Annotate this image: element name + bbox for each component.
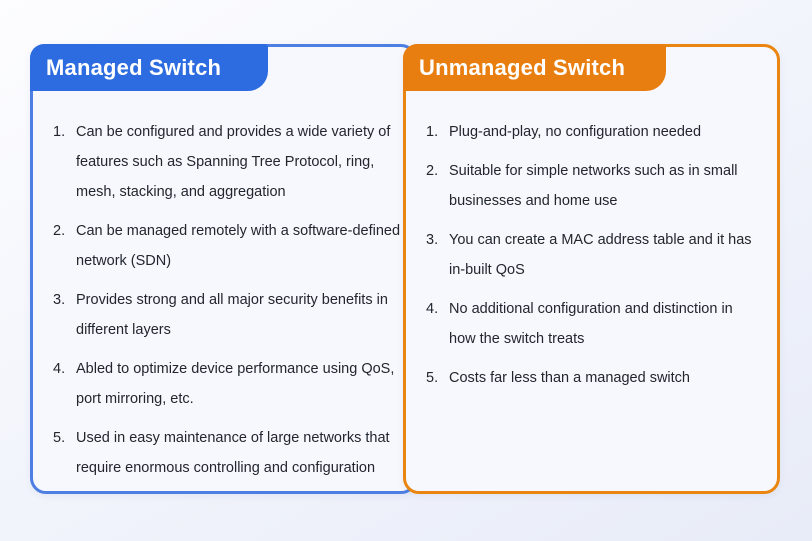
item-number: 3. bbox=[426, 232, 439, 248]
managed-switch-list: 1. Can be configured and provides a wide … bbox=[33, 47, 414, 483]
item-text: Suitable for simple networks such as in … bbox=[449, 163, 738, 209]
managed-switch-title: Managed Switch bbox=[46, 55, 222, 80]
item-text: Provides strong and all major security b… bbox=[76, 292, 388, 338]
list-item: 4. No additional configuration and distin… bbox=[426, 294, 763, 354]
list-item: 2. Can be managed remotely with a softwar… bbox=[53, 216, 400, 276]
item-text: Used in easy maintenance of large networ… bbox=[76, 430, 390, 476]
item-number: 3. bbox=[53, 292, 66, 308]
item-text: Can be managed remotely with a software-… bbox=[76, 223, 401, 269]
list-item: 1. Can be configured and provides a wide … bbox=[53, 117, 400, 207]
list-item: 3. You can create a MAC address table and… bbox=[426, 225, 763, 285]
item-number: 4. bbox=[53, 361, 66, 377]
item-number: 4. bbox=[426, 301, 439, 317]
item-text: No additional configuration and distinct… bbox=[449, 301, 733, 347]
list-item: 5. Costs far less than a managed switch bbox=[426, 363, 763, 393]
item-number: 5. bbox=[426, 370, 439, 386]
unmanaged-switch-list: 1. Plug-and-play, no configuration needed… bbox=[406, 47, 777, 393]
item-text: Can be configured and provides a wide va… bbox=[76, 124, 391, 200]
list-item: 3. Provides strong and all major security… bbox=[53, 285, 400, 345]
item-text: Costs far less than a managed switch bbox=[449, 370, 690, 386]
list-item: 5. Used in easy maintenance of large netw… bbox=[53, 423, 400, 483]
list-item: 4. Abled to optimize device performance u… bbox=[53, 354, 400, 414]
item-text: You can create a MAC address table and i… bbox=[449, 232, 752, 278]
item-number: 2. bbox=[53, 223, 66, 239]
managed-switch-header: Managed Switch bbox=[30, 44, 268, 91]
managed-switch-card: Managed Switch 1. Can be configured and p… bbox=[30, 44, 417, 494]
list-item: 2. Suitable for simple networks such as i… bbox=[426, 156, 763, 216]
unmanaged-switch-card: Unmanaged Switch 1. Plug-and-play, no con… bbox=[403, 44, 780, 494]
unmanaged-switch-header: Unmanaged Switch bbox=[403, 44, 666, 91]
item-number: 1. bbox=[426, 124, 439, 140]
list-item: 1. Plug-and-play, no configuration needed bbox=[426, 117, 763, 147]
item-number: 5. bbox=[53, 430, 66, 446]
item-number: 1. bbox=[53, 124, 66, 140]
unmanaged-switch-title: Unmanaged Switch bbox=[419, 55, 626, 80]
item-number: 2. bbox=[426, 163, 439, 179]
item-text: Plug-and-play, no configuration needed bbox=[449, 124, 702, 140]
item-text: Abled to optimize device performance usi… bbox=[76, 361, 395, 407]
